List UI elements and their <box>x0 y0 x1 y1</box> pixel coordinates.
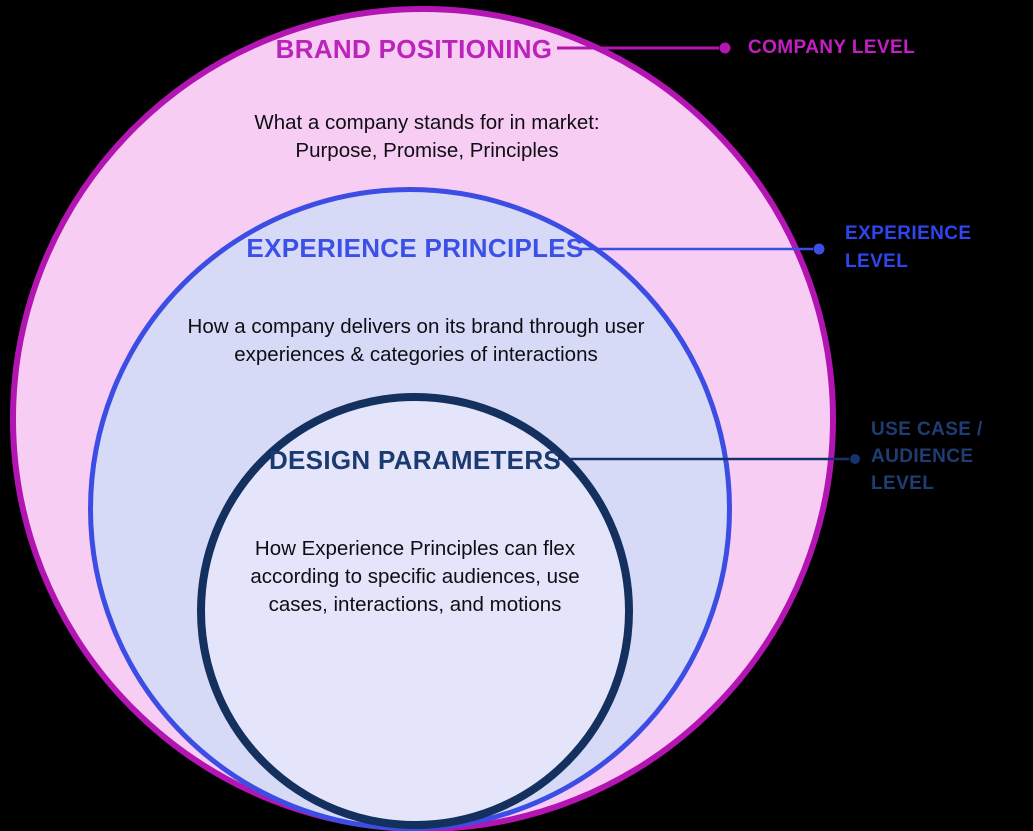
design-parameters-title: DESIGN PARAMETERS <box>268 445 562 475</box>
use-case-level-dot <box>850 454 860 464</box>
experience-level-dot <box>813 243 825 255</box>
brand-positioning-description: What a company stands for in market: Pur… <box>254 109 599 165</box>
company-level-dot <box>719 42 731 54</box>
description-line: cases, interactions, and motions <box>268 593 562 616</box>
level-label-line: LEVEL <box>845 251 909 272</box>
level-label-line: LEVEL <box>871 473 935 494</box>
level-label-line: COMPANY LEVEL <box>748 37 916 58</box>
description-line: What a company stands for in market: <box>254 111 600 134</box>
design-parameters-description: How Experience Principles can flex accor… <box>250 535 579 619</box>
company-level-label: COMPANY LEVEL <box>748 37 915 59</box>
use-case-level-label: USE CASE / AUDIENCE LEVEL <box>871 416 983 497</box>
experience-level-label: EXPERIENCE LEVEL <box>845 220 971 276</box>
brand-positioning-title: BRAND POSITIONING <box>275 34 553 64</box>
experience-principles-description: How a company delivers on its brand thro… <box>188 313 645 369</box>
level-label-line: EXPERIENCE <box>845 223 972 244</box>
design-parameters-circle <box>197 393 633 829</box>
description-line: How Experience Principles can flex <box>254 537 576 560</box>
level-label-line: AUDIENCE <box>871 446 974 467</box>
description-line: according to specific audiences, use <box>250 565 580 588</box>
description-line: How a company delivers on its brand thro… <box>187 315 645 338</box>
description-line: experiences & categories of interactions <box>234 343 598 366</box>
level-label-line: USE CASE / <box>871 419 983 440</box>
description-line: Purpose, Promise, Principles <box>295 139 559 162</box>
experience-principles-title: EXPERIENCE PRINCIPLES <box>246 233 584 263</box>
